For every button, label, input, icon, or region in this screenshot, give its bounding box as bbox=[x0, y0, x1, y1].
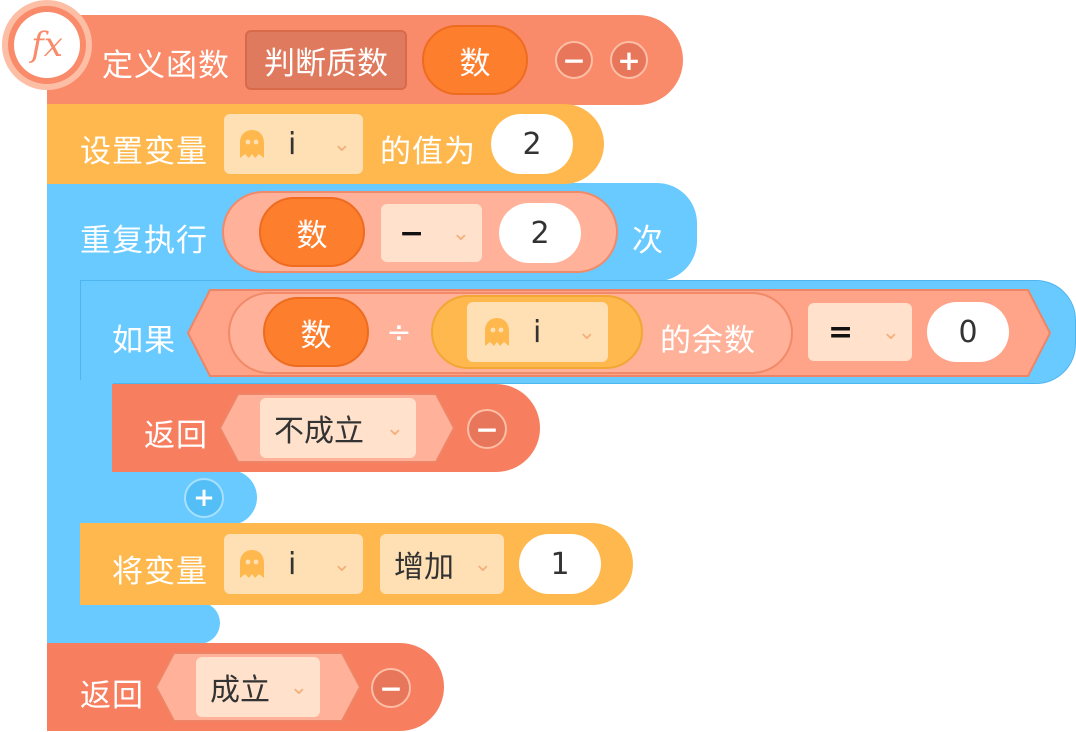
add-else-button[interactable]: + bbox=[184, 478, 224, 518]
dividend-reporter[interactable]: 数 bbox=[263, 297, 369, 367]
change-mode-dropdown[interactable]: 增加 ⌄ bbox=[380, 534, 504, 594]
chevron-down-icon: ⌄ bbox=[289, 674, 308, 700]
function-name-field[interactable]: 判断质数 bbox=[245, 30, 407, 90]
divide-symbol: ÷ bbox=[386, 314, 412, 350]
set-value-input[interactable]: 2 bbox=[491, 114, 573, 174]
compare-value-input[interactable]: 0 bbox=[927, 302, 1009, 362]
repeat-amount-input[interactable]: 2 bbox=[499, 203, 581, 263]
remove-final-return-value-button[interactable]: − bbox=[371, 668, 411, 708]
variable-name: i bbox=[288, 126, 297, 162]
change-amount-input[interactable]: 1 bbox=[519, 534, 601, 594]
if-block-foot bbox=[80, 470, 257, 525]
operator-dropdown[interactable]: − ⌄ bbox=[381, 204, 482, 262]
chevron-down-icon: ⌄ bbox=[473, 551, 492, 577]
change-mode-value: 增加 bbox=[394, 550, 454, 585]
ghost-icon bbox=[240, 550, 264, 578]
chevron-down-icon: ⌄ bbox=[332, 131, 351, 157]
comparison-dropdown[interactable]: = ⌄ bbox=[808, 303, 912, 361]
variable-name: i bbox=[533, 314, 542, 350]
ghost-icon bbox=[240, 130, 264, 158]
variable-name: i bbox=[288, 546, 297, 582]
remove-return-value-button[interactable]: − bbox=[467, 409, 507, 449]
set-variable-label: 设置变量 bbox=[80, 134, 208, 170]
operator-value: − bbox=[399, 215, 425, 251]
chevron-down-icon: ⌄ bbox=[451, 220, 470, 246]
chevron-down-icon: ⌄ bbox=[332, 551, 351, 577]
final-return-label: 返回 bbox=[80, 678, 144, 714]
times-label: 次 bbox=[632, 223, 664, 259]
return-value: 不成立 bbox=[274, 414, 364, 449]
repeat-operand-reporter[interactable]: 数 bbox=[259, 197, 365, 267]
ghost-icon bbox=[485, 318, 509, 346]
set-variable-dropdown[interactable]: i ⌄ bbox=[224, 114, 363, 174]
value-label: 的值为 bbox=[380, 134, 476, 170]
param-reporter[interactable]: 数 bbox=[422, 25, 528, 95]
change-variable-dropdown[interactable]: i ⌄ bbox=[224, 534, 363, 594]
remainder-label: 的余数 bbox=[660, 323, 756, 359]
add-param-button[interactable]: + bbox=[610, 41, 648, 79]
chevron-down-icon: ⌄ bbox=[881, 319, 900, 345]
function-icon: fx bbox=[31, 25, 63, 65]
return-label: 返回 bbox=[144, 418, 208, 454]
final-return-value: 成立 bbox=[210, 673, 270, 708]
return-value-dropdown[interactable]: 不成立 ⌄ bbox=[260, 398, 416, 458]
divisor-variable-dropdown[interactable]: i ⌄ bbox=[467, 302, 608, 362]
repeat-label: 重复执行 bbox=[80, 223, 208, 259]
define-label: 定义函数 bbox=[102, 48, 230, 84]
repeat-block-foot bbox=[47, 602, 220, 644]
repeat-block-arm bbox=[47, 270, 81, 645]
change-variable-label: 将变量 bbox=[112, 554, 208, 590]
final-return-value-dropdown[interactable]: 成立 ⌄ bbox=[196, 657, 320, 717]
remove-param-button[interactable]: − bbox=[555, 41, 593, 79]
chevron-down-icon: ⌄ bbox=[577, 319, 596, 345]
fx-badge: fx bbox=[2, 0, 92, 90]
if-label: 如果 bbox=[112, 323, 176, 359]
chevron-down-icon: ⌄ bbox=[385, 415, 404, 441]
comparison-value: = bbox=[828, 314, 854, 350]
